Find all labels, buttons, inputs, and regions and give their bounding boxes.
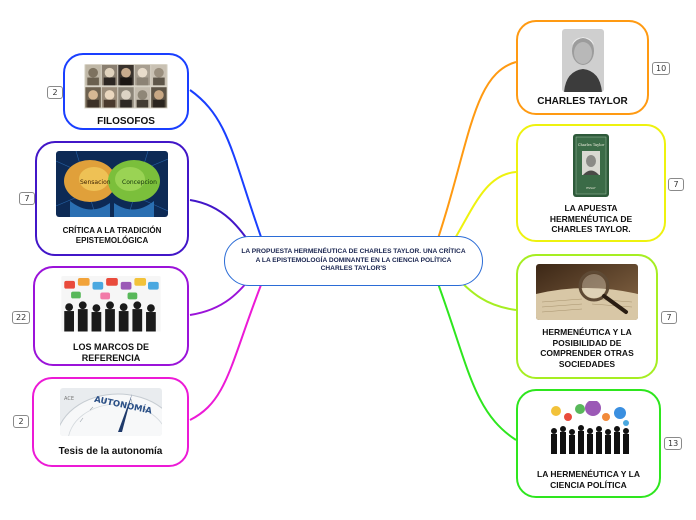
central-topic-title: LA PROPUESTA HERMENÉUTICA DE CHARLES TAY… (241, 247, 466, 273)
node-critica-tradicion-label: CRÍTICA A LA TRADICIÓN EPISTEMOLÓGICA (62, 226, 162, 245)
speech-bubbles (64, 277, 159, 300)
magnifying-glass-book-image (536, 264, 638, 320)
badge-tesis-autonomia[interactable]: 2 (13, 415, 29, 428)
node-tesis-autonomia[interactable]: AUTONOMÍA ACE Tesis de la autonomía (32, 377, 189, 467)
badge-hermeneutica-ciencia-politica[interactable]: 13 (664, 437, 683, 450)
crowd-speech-bubbles-image (61, 276, 161, 332)
charles-taylor-portrait-image (561, 29, 604, 92)
colored-bubbles (550, 401, 629, 426)
node-marcos-referencia-label: LOS MARCOS DE REFERENCIA (72, 341, 149, 363)
node-hermeneutica-ciencia-politica-label: LA HERMENÉUTICA Y LA CIENCIA POLÍTICA (537, 469, 640, 490)
people-silhouettes (550, 425, 629, 454)
central-topic[interactable]: LA PROPUESTA HERMENÉUTICA DE CHARLES TAY… (224, 236, 483, 286)
node-charles-taylor[interactable]: CHARLES TAYLOR (516, 20, 649, 115)
link-charles-taylor (429, 61, 517, 263)
brain-illustration-image: Sensacion Concepcion (56, 151, 168, 217)
link-ciencia-politica (429, 261, 517, 441)
badge-critica-tradicion[interactable]: 7 (19, 192, 35, 205)
node-filosofos[interactable]: FILOSOFOS (63, 53, 189, 130)
brain-label-right: Concepcion (122, 179, 157, 186)
badge-hermeneutica-sociedades[interactable]: 7 (661, 311, 677, 324)
node-critica-tradicion[interactable]: Sensacion Concepcion CRÍTICA A LA TRADIC… (35, 141, 189, 256)
compass-autonomia-image: AUTONOMÍA ACE (59, 388, 162, 436)
brain-label-left: Sensacion (80, 179, 111, 186)
badge-apuesta-hermeneutica[interactable]: 7 (668, 178, 684, 191)
node-charles-taylor-label: CHARLES TAYLOR (537, 96, 628, 107)
badge-filosofos[interactable]: 2 (47, 86, 63, 99)
badge-charles-taylor[interactable]: 10 (652, 62, 671, 75)
link-autonomia (189, 261, 271, 421)
node-marcos-referencia[interactable]: LOS MARCOS DE REFERENCIA (33, 266, 189, 366)
badge-marcos-referencia[interactable]: 22 (12, 311, 31, 324)
node-apuesta-hermeneutica[interactable]: Charles Taylor ESSAY LA APUESTA HERMENÉU… (516, 124, 666, 242)
crowd-silhouettes (64, 301, 156, 332)
node-apuesta-hermeneutica-label: LA APUESTA HERMENÉUTICA DE CHARLES TAYLO… (549, 203, 633, 235)
philosophers-portraits-image (84, 64, 168, 109)
node-hermeneutica-sociedades-label: HERMENÉUTICA Y LA POSIBILIDAD DE COMPREN… (540, 327, 634, 369)
book-cover-image: Charles Taylor ESSAY (573, 134, 609, 197)
node-hermeneutica-ciencia-politica[interactable]: LA HERMENÉUTICA Y LA CIENCIA POLÍTICA (516, 389, 661, 498)
node-hermeneutica-sociedades[interactable]: HERMENÉUTICA Y LA POSIBILIDAD DE COMPREN… (516, 254, 658, 379)
people-speech-bubbles-image (545, 401, 632, 459)
compass-label-small: ACE (64, 396, 74, 402)
book-title-text: Charles Taylor (578, 143, 605, 147)
node-filosofos-label: FILOSOFOS (97, 115, 155, 127)
book-footer-text: ESSAY (586, 186, 596, 190)
node-tesis-autonomia-label: Tesis de la autonomía (58, 446, 163, 457)
link-filosofos (189, 89, 271, 263)
